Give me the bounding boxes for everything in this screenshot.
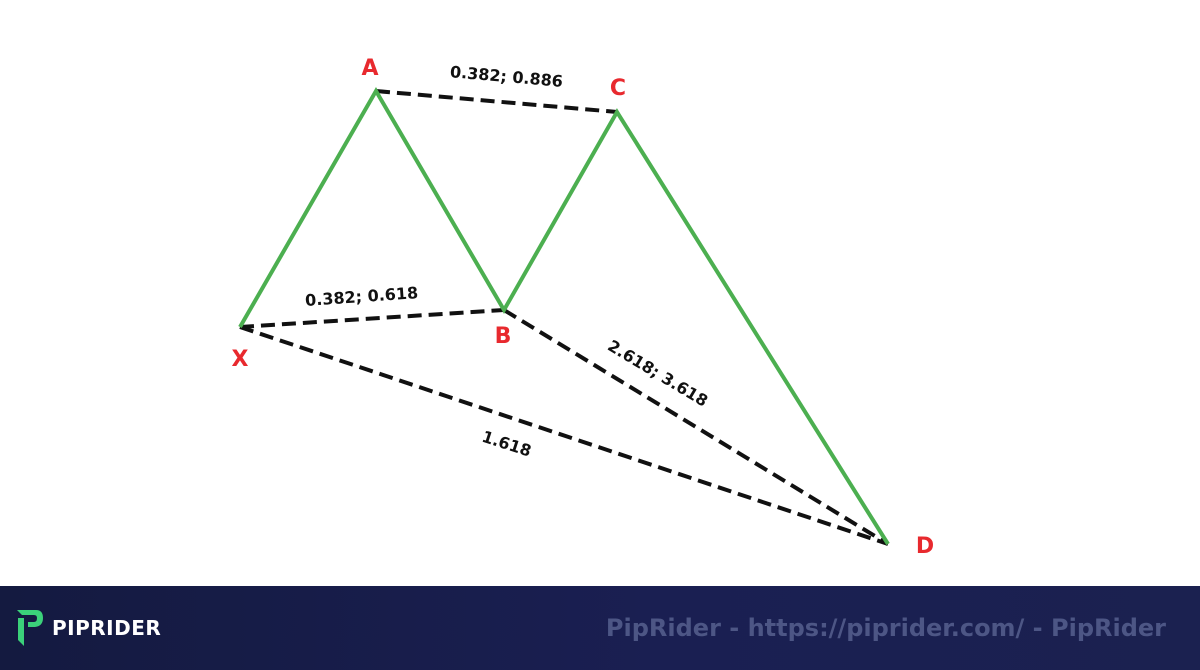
watermark-text: PipRider - https://piprider.com/ - PipRi… (605, 614, 1166, 642)
ratio-line-ac (375, 89, 618, 114)
point-label-x: X (232, 347, 249, 372)
piprider-logo-icon (17, 610, 43, 646)
ratio-label-xd: 1.618 (480, 427, 534, 461)
ratio-line-bd (502, 308, 890, 546)
ratio-label-ac: 0.382; 0.886 (449, 62, 563, 91)
point-label-d: D (916, 534, 934, 559)
point-label-b: B (495, 324, 512, 349)
pattern-legs (238, 87, 890, 546)
footer-bar: PIPRIDER PipRider - https://piprider.com… (0, 586, 1200, 670)
point-label-a: A (361, 56, 378, 81)
harmonic-pattern-diagram: A C B X D 0.382; 0.886 0.382; 0.618 2.61… (232, 56, 935, 559)
ratio-label-bd: 2.618; 3.618 (604, 336, 711, 411)
brand[interactable]: PIPRIDER (14, 608, 161, 648)
brand-name: PIPRIDER (52, 616, 162, 640)
point-label-c: C (610, 76, 626, 101)
ratio-label-xb: 0.382; 0.618 (304, 283, 418, 310)
ratio-line-xb (239, 308, 505, 329)
ratio-line-xd (239, 325, 889, 546)
